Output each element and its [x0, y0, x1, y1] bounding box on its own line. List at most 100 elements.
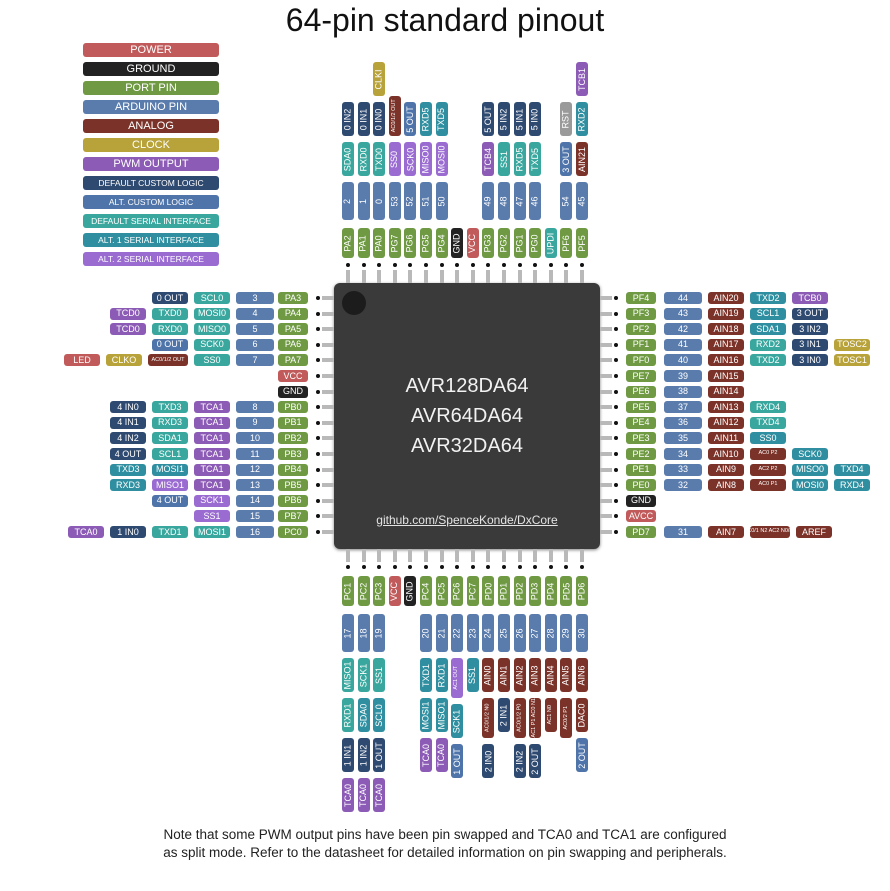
- pin-lead: [455, 549, 460, 562]
- pin-lead-end: [316, 405, 320, 410]
- pin-function-label: 3 IN1: [792, 338, 828, 351]
- pin-function-text: 20: [420, 627, 431, 639]
- pin-lead: [600, 452, 612, 456]
- pin-function-label: MISO0: [194, 323, 230, 336]
- pin-lead-end: [316, 358, 320, 363]
- pin-function-text: PD4: [545, 582, 556, 600]
- pin-function-label: 1 IN0: [110, 526, 146, 538]
- pin-lead-end: [533, 263, 538, 267]
- pin-function-label: 3 OUT: [560, 142, 573, 176]
- pin-lead: [470, 270, 475, 283]
- pin-function-label: PG2: [498, 228, 510, 258]
- pin-lead: [564, 270, 569, 283]
- pin-function-label: AIN8: [708, 479, 744, 492]
- pin-function-text: PD3: [529, 582, 540, 600]
- pin-function-text: MISO0: [420, 144, 431, 174]
- pin-lead: [548, 270, 553, 283]
- pin-lead: [424, 270, 428, 283]
- pin-function-label: MISO1: [435, 698, 448, 732]
- pin-function-label: AC0/1/2 P0: [513, 698, 526, 738]
- repo-link[interactable]: github.com/SpenceKonde/DxCore: [376, 513, 558, 527]
- pin-function-text: SDA0: [358, 703, 369, 727]
- pin-function-label: 4 IN2: [110, 432, 146, 445]
- pin-function-label: PD2: [513, 576, 526, 606]
- pin-lead: [322, 483, 334, 488]
- pin-lead: [600, 327, 612, 332]
- pin-lead-end: [614, 296, 618, 300]
- pin-function-label: 9: [236, 416, 274, 429]
- pin-function-label: 25: [498, 614, 510, 652]
- pin-lead: [408, 270, 413, 283]
- pin-function-label: 0: [373, 182, 386, 220]
- pin-lead-end: [424, 565, 428, 569]
- pin-function-label: 29: [560, 614, 573, 652]
- pin-function-text: MISO1: [436, 700, 447, 730]
- pin-lead: [486, 549, 491, 562]
- pin-lead: [502, 270, 506, 283]
- pin-function-text: TCB1: [576, 67, 587, 91]
- pin-lead: [377, 549, 382, 562]
- pin-function-text: AIN3: [529, 664, 540, 686]
- legend-item: ALT. CUSTOM LOGIC: [83, 195, 219, 209]
- pin-function-text: 46: [529, 195, 540, 207]
- pin-function-text: RXD1: [436, 662, 447, 688]
- pin-function-label: TXD5: [435, 102, 448, 136]
- pin-function-text: 48: [498, 195, 509, 207]
- pin-lead: [517, 270, 522, 283]
- pin-function-text: 49: [482, 195, 493, 207]
- pin-function-label: RXD0: [152, 323, 188, 336]
- pin-lead: [322, 327, 334, 332]
- pin-lead: [580, 270, 584, 283]
- pin-lead: [470, 549, 475, 562]
- pin-function-text: 51: [420, 195, 431, 207]
- footnote: Note that some PWM output pins have been…: [163, 827, 727, 860]
- pin-function-label: 46: [529, 182, 542, 220]
- pin-function-label: 50: [435, 182, 448, 220]
- pin-function-label: AIN2: [513, 658, 526, 692]
- pin-function-label: AIN0: [482, 658, 495, 692]
- pin-function-label: AC2 P2: [750, 463, 786, 476]
- pin-function-label: TCB4: [482, 142, 495, 176]
- pin-function-label: TXD2: [750, 292, 786, 304]
- pin-function-label: AC0/2 P1: [560, 698, 573, 738]
- pin-function-label: TXD4: [834, 463, 870, 476]
- pin-function-text: SS0: [389, 150, 400, 168]
- pin-function-label: PA7: [278, 354, 308, 367]
- pin-function-label: PD3: [529, 576, 542, 606]
- pin-function-label: TXD1: [152, 526, 188, 538]
- pin-function-label: 5 IN2: [498, 102, 510, 136]
- pin-function-label: AIN15: [708, 370, 744, 382]
- pin-lead: [600, 498, 612, 503]
- pin-lead: [600, 374, 612, 378]
- pin-function-label: 44: [664, 292, 702, 304]
- pin-function-label: 31: [664, 526, 702, 538]
- pin-lead: [322, 498, 334, 503]
- pin-function-label: SS1: [498, 142, 510, 176]
- pin-lead-end: [614, 374, 618, 378]
- pin-lead: [322, 530, 334, 534]
- pin-function-text: SCL0: [373, 703, 384, 727]
- pin-function-label: CLKI: [373, 62, 386, 96]
- pin-function-label: SCL1: [750, 307, 786, 320]
- pin-function-label: 2 OUT: [529, 744, 542, 778]
- pin-lead-end: [614, 483, 618, 488]
- pin-function-label: PF2: [626, 323, 656, 336]
- diagram-title: 64-pin standard pinout: [285, 2, 605, 38]
- pin-function-label: PA6: [278, 338, 308, 351]
- pin-function-text: PD5: [560, 582, 571, 600]
- pin-lead-end: [316, 342, 320, 347]
- pin-function-label: 14: [236, 494, 274, 507]
- pin-function-text: PG3: [482, 233, 493, 253]
- pin-function-label: TCD0: [110, 307, 146, 320]
- pin-lead: [600, 358, 612, 363]
- pin-function-label: 3 IN0: [792, 354, 828, 367]
- pin-function-text: 5 IN2: [498, 108, 509, 130]
- pin-function-text: PG6: [404, 233, 415, 253]
- pin-function-text: 19: [373, 627, 384, 639]
- pin-function-text: SCK1: [358, 663, 369, 687]
- pin-function-label: 2 OUT: [576, 738, 588, 772]
- pin-lead: [600, 467, 612, 472]
- pin-function-label: PC0: [278, 526, 308, 538]
- pin-function-text: MOSI1: [420, 700, 431, 730]
- pin-function-label: PB7: [278, 510, 308, 523]
